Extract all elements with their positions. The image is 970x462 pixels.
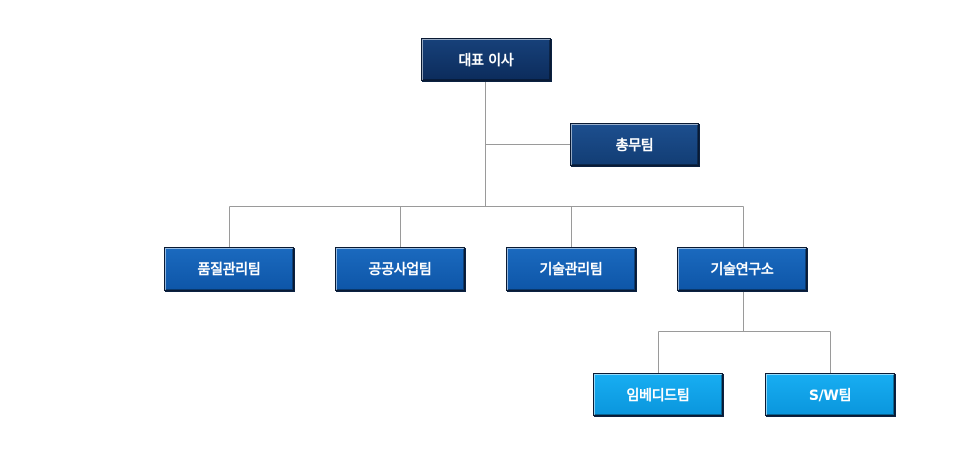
node-dept-public: 공공사업팀 [335, 247, 465, 291]
node-general-affairs: 총무팀 [570, 123, 699, 166]
node-dept-quality: 품질관리팀 [164, 247, 294, 291]
node-ceo-label: 대표 이사 [458, 52, 514, 69]
node-ceo: 대표 이사 [421, 38, 551, 81]
node-dept-public-label: 공공사업팀 [368, 262, 432, 278]
node-team-software-label: S/W팀 [808, 387, 852, 404]
node-team-embedded: 임베디드팀 [593, 373, 723, 416]
node-dept-tech-mgmt-label: 기술관리팀 [539, 262, 603, 278]
node-dept-research-lab-label: 기술연구소 [710, 262, 774, 278]
node-dept-quality-label: 품질관리팀 [197, 262, 261, 278]
node-dept-tech-mgmt: 기술관리팀 [506, 247, 636, 291]
node-general-affairs-label: 총무팀 [615, 137, 654, 154]
node-team-software: S/W팀 [765, 373, 895, 416]
node-team-embedded-label: 임베디드팀 [626, 387, 690, 404]
node-dept-research-lab: 기술연구소 [677, 247, 807, 291]
